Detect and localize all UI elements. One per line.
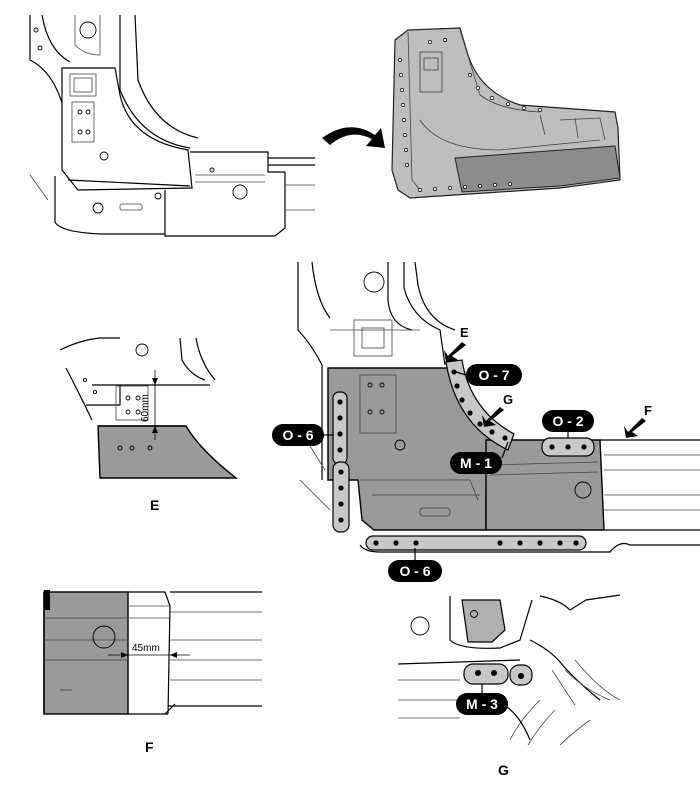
detail-f-caption: F <box>145 739 154 755</box>
f-gap-dimension: 45mm <box>132 643 160 654</box>
callout-o7: O - 7 <box>455 364 522 386</box>
pointer-g-arrow-icon <box>482 407 504 427</box>
svg-text:O - 6: O - 6 <box>282 427 313 443</box>
detail-e-caption: E <box>150 497 159 513</box>
callout-o2: O - 2 <box>542 410 594 438</box>
top-right-replacement-part <box>391 27 621 199</box>
callout-o6-bottom: O - 6 <box>388 548 442 582</box>
pointer-e-label: E <box>460 325 469 340</box>
detail-g-view <box>397 594 621 746</box>
pointer-e-arrow-icon <box>444 342 466 362</box>
e-gap-dimension: 60mm <box>140 394 151 422</box>
pointer-f-label: F <box>644 403 652 418</box>
svg-text:O - 6: O - 6 <box>399 563 430 579</box>
pointer-f-arrow-icon <box>624 418 646 438</box>
curved-arrow-icon <box>322 127 385 148</box>
svg-text:O - 2: O - 2 <box>552 413 583 429</box>
callout-m3: M - 3 <box>456 684 508 715</box>
callout-m1: M - 1 <box>450 441 509 474</box>
detail-f-view: 45mm <box>43 590 262 715</box>
callout-o6-left: O - 6 <box>272 424 334 446</box>
svg-text:O - 7: O - 7 <box>478 367 509 383</box>
svg-text:M - 3: M - 3 <box>466 696 498 712</box>
svg-text:M - 1: M - 1 <box>460 455 492 471</box>
detail-e-view: 60mm <box>59 337 239 479</box>
detail-g-caption: G <box>498 762 509 778</box>
main-assembly-view <box>297 261 700 553</box>
pointer-g-label: G <box>503 392 513 407</box>
top-left-body-view <box>29 14 315 237</box>
